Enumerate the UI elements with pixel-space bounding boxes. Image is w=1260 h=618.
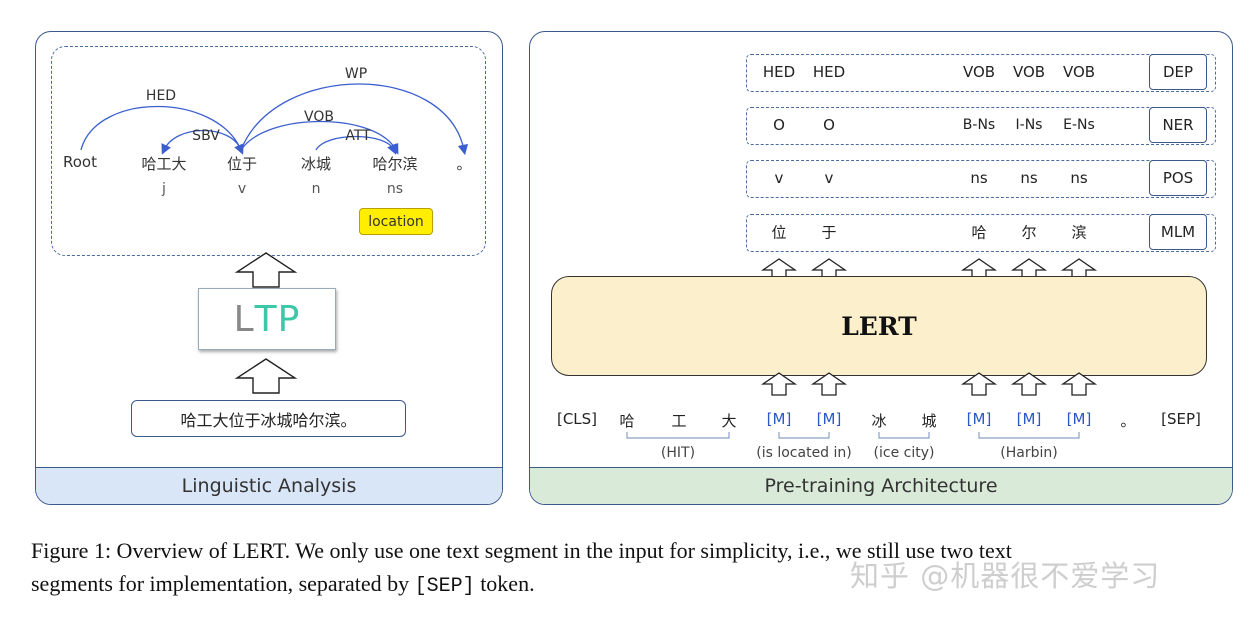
pos-row-label: POS — [1149, 160, 1207, 196]
token-mask: [M] — [1016, 410, 1042, 428]
caption-text: token. — [474, 571, 535, 596]
pos-cell: ns — [970, 169, 988, 187]
ner-location-tag: location — [359, 208, 433, 235]
arc-wp — [240, 83, 469, 156]
token: 。 — [1120, 412, 1136, 430]
figure-caption-line1: Figure 1: Overview of LERT. We only use … — [31, 538, 1012, 563]
token-mask: [M] — [1066, 410, 1092, 428]
dep-cell: HED — [812, 63, 846, 81]
ltp-logo-tp: TP — [254, 298, 301, 340]
arc-hed — [80, 105, 244, 155]
arc-label-sbv: SBV — [192, 128, 220, 144]
word-root: Root — [63, 153, 97, 171]
ner-row — [746, 107, 1216, 145]
watermark: 知乎 @机器很不爱学习 — [850, 559, 1161, 593]
dep-cell: VOB — [1062, 63, 1096, 81]
mlm-cell: 于 — [821, 223, 837, 242]
pos-cell: ns — [1020, 169, 1038, 187]
word-period: 。 — [456, 155, 472, 173]
token-mask: [M] — [816, 410, 842, 428]
token-sep: [SEP] — [1161, 410, 1201, 428]
input-arrows — [760, 372, 1098, 396]
dep-row — [746, 54, 1216, 92]
ner-cell: B-Ns — [962, 117, 996, 133]
gloss-hit: (HIT) — [660, 445, 696, 461]
pos-tag-ns: ns — [386, 181, 404, 197]
token-mask: [M] — [966, 410, 992, 428]
token-cls: [CLS] — [556, 410, 598, 428]
token-mask: [M] — [766, 410, 792, 428]
gloss-brackets — [626, 432, 1080, 439]
dependency-arcs — [80, 83, 469, 156]
dep-cell: VOB — [1012, 63, 1046, 81]
mlm-cell: 哈 — [971, 223, 987, 242]
arc-label-wp: WP — [344, 66, 368, 82]
mlm-cell: 位 — [771, 223, 787, 242]
input-sentence-box: 哈工大位于冰城哈尔滨。 — [131, 400, 406, 437]
linguistic-analysis-footer: Linguistic Analysis — [36, 467, 502, 504]
mlm-row-label: MLM — [1149, 214, 1207, 250]
output-arrows — [760, 258, 1098, 282]
token: 大 — [721, 412, 737, 430]
pos-cell: ns — [1070, 169, 1088, 187]
ner-row-label: NER — [1149, 107, 1207, 143]
pos-tag-n: n — [311, 181, 321, 197]
mlm-cell: 滨 — [1071, 223, 1087, 242]
gloss-harbin: (Harbin) — [1000, 445, 1058, 461]
up-arrow-icon — [234, 358, 298, 394]
dep-cell: HED — [762, 63, 796, 81]
mlm-row — [746, 214, 1216, 252]
token: 冰 — [871, 412, 887, 430]
word-weiyu: 位于 — [226, 155, 258, 173]
word-bingcheng: 冰城 — [300, 155, 332, 173]
arc-sbv — [161, 130, 242, 155]
word-hagongda: 哈工大 — [141, 155, 187, 173]
pos-cell: v — [774, 169, 784, 187]
up-arrow-icon — [234, 252, 298, 288]
arc-label-att: ATT — [345, 128, 371, 144]
word-haerbin: 哈尔滨 — [372, 155, 418, 173]
pos-tag-j: j — [162, 181, 166, 197]
arc-att — [315, 135, 397, 155]
ner-cell: E-Ns — [1063, 117, 1095, 133]
gloss-ice-city: (ice city) — [873, 445, 935, 461]
arc-label-hed: HED — [145, 88, 177, 104]
pre-training-architecture-panel: DEP HED HED VOB VOB VOB NER O O B-Ns I-N… — [529, 31, 1233, 505]
token: 哈 — [619, 412, 635, 430]
gloss-is-located-in: (is located in) — [756, 445, 852, 461]
dep-row-label: DEP — [1149, 54, 1207, 90]
caption-sep-code: [SEP] — [414, 575, 475, 598]
pos-row — [746, 160, 1216, 198]
ltp-logo-l: L — [233, 298, 255, 340]
pos-cell: v — [824, 169, 834, 187]
pos-tag-v: v — [237, 181, 247, 197]
lert-model-box: LERT — [551, 276, 1207, 376]
arc-vob — [240, 120, 399, 155]
linguistic-analysis-panel: HED SBV VOB ATT WP Root 哈工大 位于 冰城 哈尔滨 。 … — [35, 31, 503, 505]
token: 工 — [671, 412, 687, 430]
token: 城 — [921, 412, 937, 430]
figure-caption-line2: segments for implementation, separated b… — [31, 571, 535, 598]
caption-text: segments for implementation, separated b… — [31, 571, 415, 596]
ner-cell: O — [823, 116, 835, 134]
pre-training-architecture-footer: Pre-training Architecture — [530, 467, 1232, 504]
ner-cell: O — [773, 116, 785, 134]
ner-cell: I-Ns — [1015, 117, 1043, 133]
mlm-cell: 尔 — [1021, 223, 1037, 242]
arc-label-vob: VOB — [304, 109, 334, 125]
dep-cell: VOB — [962, 63, 996, 81]
